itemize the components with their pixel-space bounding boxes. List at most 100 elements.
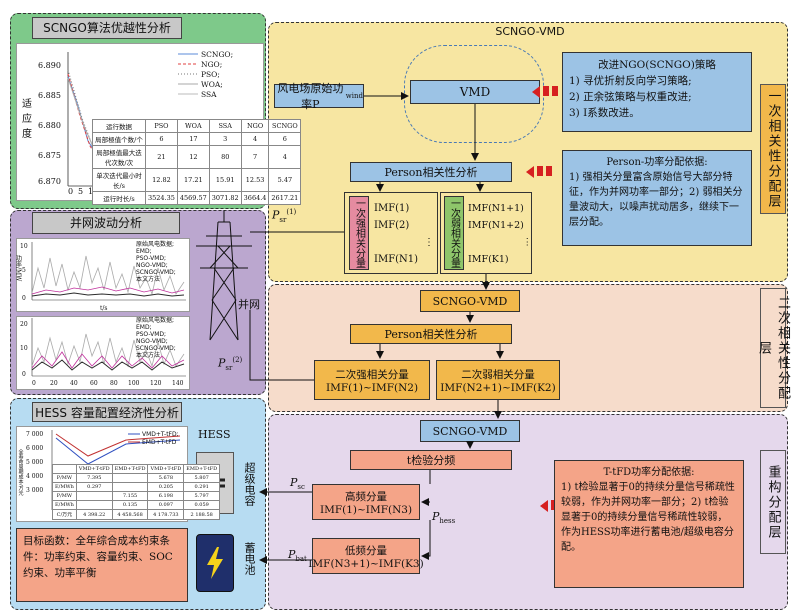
basis-title: Person-功率分配依据: [606,157,708,168]
psr2-p: P [218,356,226,370]
strong-group-outline [344,192,438,274]
algo-cell: 80 [208,145,242,169]
scngo-vmd-box-3: SCNGO-VMD [420,420,520,442]
grid-bottom-legend: 原始风电数据; EMD; PSO-VMD; NGO-VMD; SCNGO-VMD… [136,316,176,359]
low-freq-box: 低频分量 IMF(N3+1)~IMF(K3) [308,538,424,574]
grid-top-legend-5: SCNGO-VMD; [136,269,176,276]
grid-top-legend-4: NGO-VMD; [136,262,168,269]
hess-cell: 5.797 [183,491,221,501]
hess-th: EMD+T-tFD [111,464,149,474]
hess-ytick-1: 7 000 [26,431,43,438]
second-weak-box: 二次弱相关分量 IMF(N2+1)~IMF(K2) [436,360,560,400]
algo-cell: 局部極值个数/个 [92,132,146,146]
hess-label: HESS [198,428,231,441]
hess-cell: P/MW [52,491,77,501]
hess-legend-2: EMD+T-tFD [142,439,177,446]
tfd-text: 1) t检验显著于0的持续分量信号稀疏性较弱，作为并网功率一部分；2) t检验显… [561,482,735,553]
strong-imf-3: ⋮ [424,237,434,248]
hess-cell: 5.678 [147,473,185,483]
algo-cell: 6 [145,132,178,146]
algo-cell: 2617.21 [268,191,302,205]
strong-imf-list: IMF(1) IMF(2) ⋮ IMF(N1) [374,200,434,268]
red-arrow-person1 [526,166,552,178]
algo-th-3: SSA [208,119,242,133]
grid-top-xlabel: t/s [100,305,108,312]
algo-cell: 局部極值最大迭代次数/次 [92,145,146,169]
person-basis-box: Person-功率分配依据: 1) 强相关分量富含原始信号大部分特征，作为并网功… [562,150,752,246]
algo-legend-1: SCNGO; [201,50,233,59]
hess-panel-title: HESS 容量配置经济性分析 [32,402,182,422]
grid-panel-title: 并网波动分析 [32,212,180,234]
grid-chart-top [16,238,190,312]
hess-cell: 0.097 [147,500,185,510]
grid-xtick-4: 60 [90,380,98,387]
hess-cell [75,500,113,510]
hess-ylabel: 全寿命周期成本/万元 [17,448,24,496]
algo-table-wrap: 运行数据 PSO WOA SSA NGO SCNGO 局部極值个数/个 6 17… [92,119,302,205]
algo-cell: 4 [268,145,302,169]
phess-p: P [432,510,440,523]
algo-cell: 6 [268,132,302,146]
hess-cell: 5.807 [183,473,221,483]
psr2-label: Psr(2) [218,356,242,372]
second-strong-title: 二次强相关分量 [335,368,409,381]
improve-item-1: 1) 寻优折射反向学习策略; [569,75,692,87]
grid-ylabel-top: 功率/MW [14,254,22,282]
algo-xtick-1: 0 [68,187,73,196]
grid-bot-legend-6: 本文方法 [136,351,160,359]
person-box-1: Person相关性分析 [350,162,512,182]
lightning-icon [207,547,223,579]
high-freq-box: 高频分量 IMF(1)~IMF(N3) [312,484,420,520]
algo-table-header: 运行数据 PSO WOA SSA NGO SCNGO [92,119,302,133]
algo-legend-5: SSA [201,90,217,99]
algo-cell: 12.82 [145,168,178,192]
algo-ytick-2: 6.885 [38,91,61,100]
grid-xtick-5: 80 [110,380,118,387]
algo-cell: 运行时长/s [92,191,146,205]
hess-cell: E/MWh [52,482,77,492]
strong-imf-1: IMF(1) [374,203,410,214]
first-layer-side-label: 一次相关性分配层 [760,84,786,214]
basis-text: 1) 强相关分量富含原始信号大部分特征，作为并网功率一部分；2) 弱相关分量波动… [569,172,743,228]
hess-cell: 7.155 [111,491,149,501]
high-freq-range: IMF(1)~IMF(N3) [319,503,413,516]
algo-legend-3: PSO; [201,70,220,79]
algo-ytick-3: 6.880 [38,121,61,130]
table-row: 单次迭代最小时长/s 12.82 17.21 15.91 12.53 5.47 [92,168,302,192]
hess-ytick-5: 3 000 [26,487,43,494]
hess-cell: 4 458.568 [111,509,149,520]
tfd-title: T-tFD功率分配依据: [603,467,695,478]
pbat-sub: bat [295,555,307,564]
grid-bot-ytick-3: 0 [22,371,26,378]
grid-xtick-1: 0 [32,380,36,387]
hess-table-header: VMD+T-tFD EMD+T-tFD VMD+T-tFD EMD+T-tFD [52,464,221,474]
hess-cell: 2 188.58 [183,509,221,520]
grid-xtick-6: 100 [128,380,140,387]
algo-ylabel: 适应度 [22,98,32,140]
hess-cell: 7.395 [75,473,113,483]
grid-top-ytick-3: 0 [22,295,26,302]
hess-cell: 0.059 [183,500,221,510]
psc-p: P [290,476,298,489]
grid-bot-legend-1: 原始风电数据; [136,316,174,324]
table-row: 局部極值最大迭代次数/次 21 12 80 7 4 [92,145,302,169]
psc-label: Psc [290,476,305,491]
weak-imf-2: IMF(N1+2) [468,220,524,231]
battery-device [196,534,234,592]
grid-top-ytick-2: 5 [22,267,26,274]
red-arrow-improve [532,86,558,98]
algo-th-0: 运行数据 [92,119,146,133]
objective-box: 目标函数：全年综合成本约束条件：功率约束、容量约束、SOC约束、功率平衡 [16,528,188,602]
ttest-box: t检验分频 [350,450,512,470]
algo-th-5: SCNGO [268,119,302,133]
hess-cell: 0.205 [147,482,185,492]
table-row: 局部極值个数/个 6 17 3 4 6 [92,132,302,146]
psr1-p: P [272,208,280,222]
algo-legend-4: WOA; [201,80,223,89]
algo-cell: 3524.35 [145,191,178,205]
tfd-basis-box: T-tFD功率分配依据: 1) t检验显著于0的持续分量信号稀疏性较弱，作为并网… [554,460,744,588]
